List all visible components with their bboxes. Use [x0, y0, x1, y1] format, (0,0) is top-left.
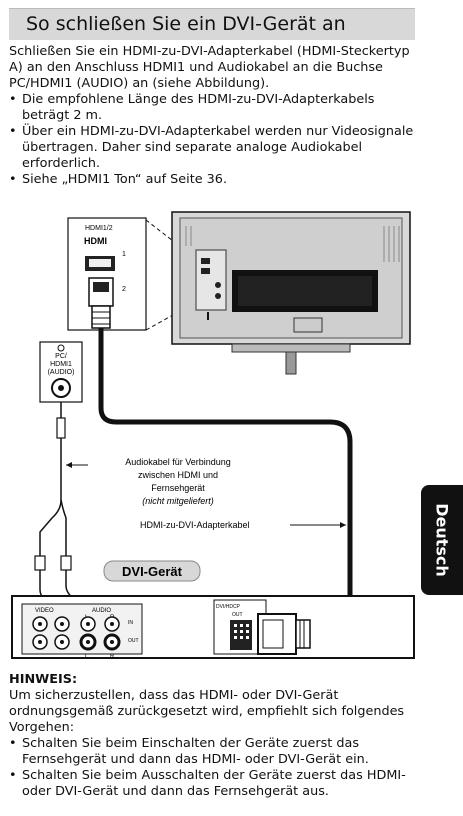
- r-label-bottom: R: [110, 654, 115, 660]
- pc-label-3: (AUDIO): [48, 369, 75, 376]
- audio-cable-label-2: zwischen HDMI und: [138, 470, 218, 480]
- note-bullet: Schalten Sie beim Einschalten der Geräte…: [9, 736, 419, 768]
- audio-cable-label-1: Audiokabel für Verbindung: [125, 457, 231, 467]
- intro-section: Schließen Sie ein HDMI-zu-DVI-Adapterkab…: [9, 44, 419, 188]
- intro-text: Schließen Sie ein HDMI-zu-DVI-Adapterkab…: [9, 44, 410, 91]
- tv-terminal-panel: [195, 249, 227, 311]
- dvi-device: VIDEO AUDIO L R IN OUT L R DVI/HDCP OUT: [11, 595, 415, 660]
- intro-bullet: Die empfohlene Länge des HDMI-zu-DVI-Ada…: [9, 92, 419, 124]
- in-label: IN: [128, 620, 133, 626]
- intro-bullet: Über ein HDMI-zu-DVI-Adapterkabel werden…: [9, 124, 419, 172]
- pc-label-1: PC/: [55, 353, 67, 360]
- dvi-out-label: OUT: [232, 612, 243, 618]
- audio-cable: [34, 402, 107, 625]
- audio-cable-label-3: Fernsehgerät: [151, 483, 205, 493]
- language-tab-label: Deutsch: [432, 503, 452, 577]
- hdmi-port-panel: HDMI1/2 HDMI 1 2: [67, 217, 147, 331]
- port-2-label: 2: [122, 286, 126, 293]
- port-1-label: 1: [122, 251, 126, 258]
- pc-audio-panel: PC/ HDMI1 (AUDIO): [39, 341, 83, 403]
- title-bar: So schließen Sie ein DVI-Gerät an: [9, 8, 415, 40]
- page-title: So schließen Sie ein DVI-Gerät an: [26, 13, 346, 35]
- video-label: VIDEO: [35, 608, 54, 614]
- pc-label-2: HDMI1: [50, 361, 72, 368]
- intro-bullets: Die empfohlene Länge des HDMI-zu-DVI-Ada…: [9, 92, 419, 188]
- audio-cable-label-4: (nicht mitgeliefert): [142, 496, 214, 506]
- tv-rear: [171, 211, 411, 375]
- note-bullet: Schalten Sie beim Ausschalten der Geräte…: [9, 768, 419, 800]
- note-section: HINWEIS: Um sicherzustellen, dass das HD…: [9, 672, 419, 800]
- adapter-cable-label: HDMI-zu-DVI-Adapterkabel: [140, 520, 250, 530]
- l-label-bottom: L: [85, 654, 89, 660]
- dvi-port: [230, 620, 252, 650]
- out-label: OUT: [128, 638, 139, 644]
- dvi-device-label: DVI-Gerät: [122, 564, 183, 579]
- language-tab: Deutsch: [421, 485, 463, 595]
- hdmi-header-label: HDMI1/2: [85, 225, 113, 232]
- dvi-hdcp-label: DVI/HDCP: [216, 604, 241, 610]
- hdmi-logo: HDMI: [84, 236, 107, 246]
- intro-bullet: Siehe „HDMI1 Ton“ auf Seite 36.: [9, 172, 419, 188]
- note-bullets: Schalten Sie beim Einschalten der Geräte…: [9, 736, 419, 800]
- note-text: Um sicherzustellen, dass das HDMI- oder …: [9, 688, 405, 735]
- audio-label: AUDIO: [92, 608, 111, 614]
- note-heading: HINWEIS:: [9, 672, 78, 687]
- connection-diagram: HDMI1/2 HDMI 1 2: [11, 211, 415, 660]
